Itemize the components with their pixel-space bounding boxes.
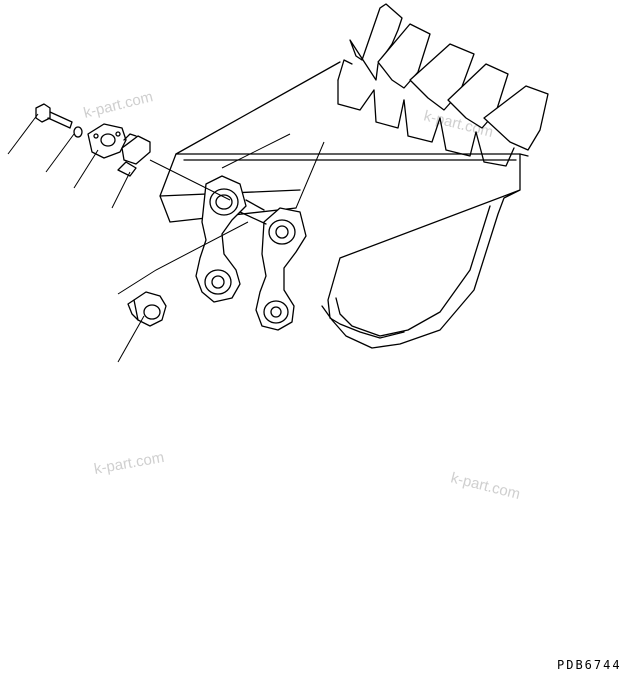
pin-boss-upper-left [209,188,239,216]
pin-boss-lower-left [204,269,232,295]
watermark-1: k-part.com [82,88,155,122]
drawing-code: PDB6744 [557,658,622,672]
watermark-4: k-part.com [449,469,522,503]
washer [73,126,83,138]
pin-boss-upper-right [268,219,296,245]
exploded-parts [35,103,167,327]
shim-ring [117,133,151,177]
bolt [35,103,73,129]
lock-plate [87,123,127,159]
watermark-3: k-part.com [93,449,166,478]
pin-boss-lower-right [263,300,289,324]
bushing [127,291,167,327]
bucket [159,3,549,349]
bucket-teeth [337,3,549,167]
leader-lines [7,113,325,363]
